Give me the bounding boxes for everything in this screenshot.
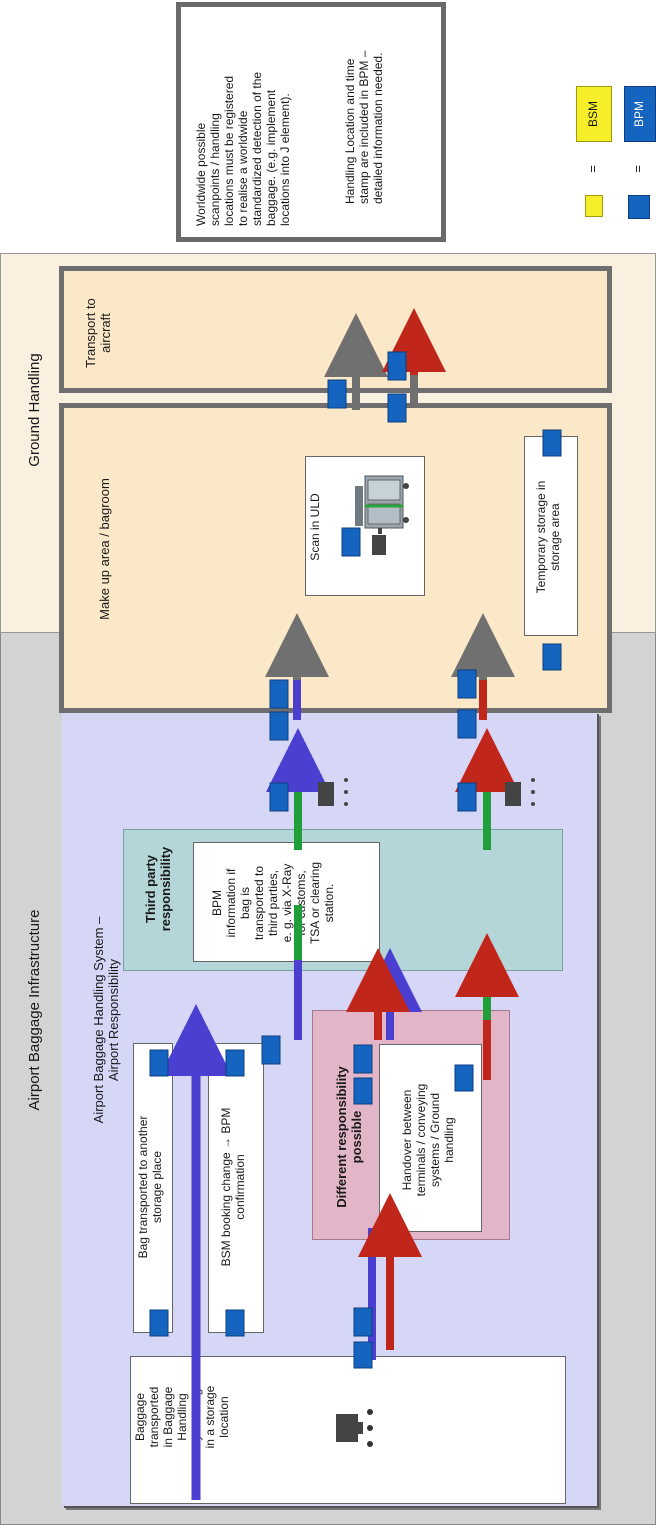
bpm-third-party-box [193,842,380,962]
note-box [176,2,446,242]
legend-bsm-label-box [576,86,612,142]
bag-storage-box [133,1043,173,1333]
legend-bsm-swatch [585,195,603,217]
temp-storage-box [524,436,578,636]
uld-container-icon [340,466,410,546]
bsm-booking-box [208,1043,264,1333]
legend-bpm-label-box [624,86,656,142]
legend-bpm-swatch [628,195,650,219]
baggage-conveyor-icon [318,1408,378,1448]
